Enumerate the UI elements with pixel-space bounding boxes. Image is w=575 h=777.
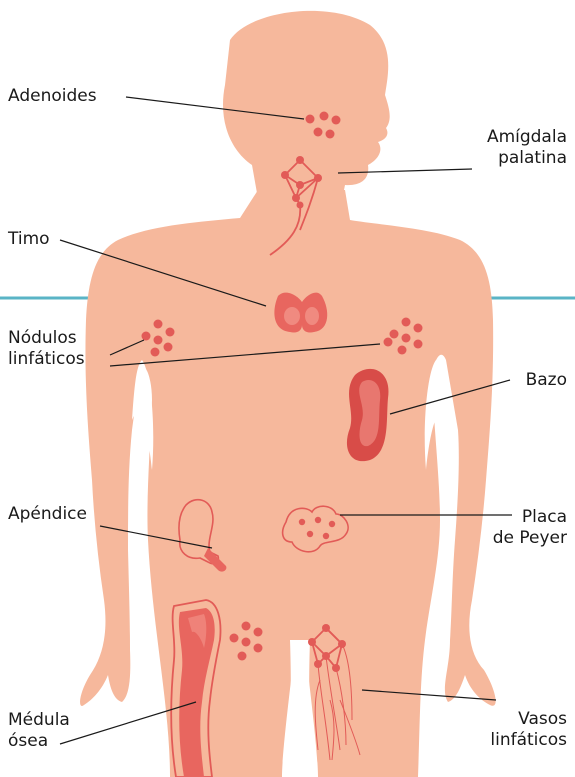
label-adenoides: Adenoides: [8, 86, 97, 107]
leg-gap: [288, 640, 312, 777]
label-apendice: Apéndice: [8, 504, 87, 525]
label-timo: Timo: [8, 229, 50, 250]
label-bazo: Bazo: [526, 370, 567, 391]
spleen-organ: [347, 369, 389, 461]
